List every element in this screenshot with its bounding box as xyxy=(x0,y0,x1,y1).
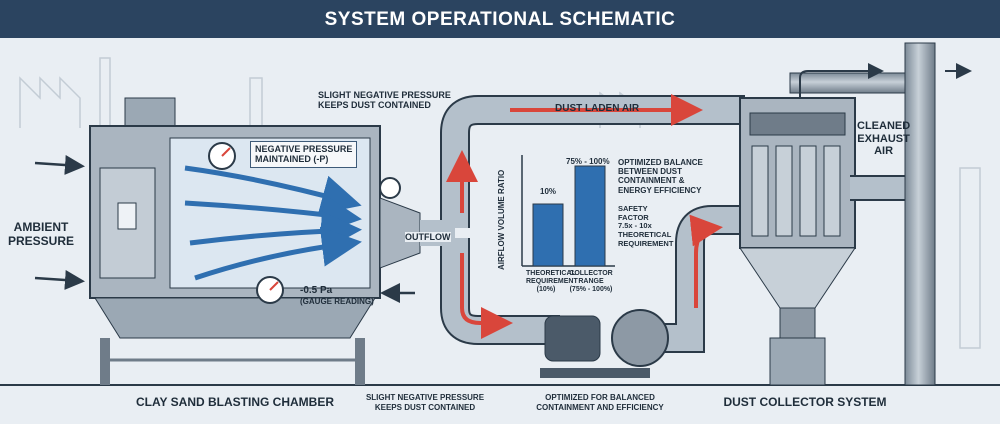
outflow-label: OUTFLOW xyxy=(405,232,451,243)
safety-note-5: REQUIREMENT xyxy=(618,238,674,248)
chart-bar-1 xyxy=(532,203,564,267)
ambient-line-1: AMBIENT xyxy=(13,220,69,234)
optimized-note-1: OPTIMIZED BALANCE xyxy=(618,158,703,167)
ambient-line-2: PRESSURE xyxy=(8,234,75,249)
bar2-caption: COLLECTOR RANGE (75% - 100%) xyxy=(568,270,614,294)
collector-caption: DUST COLLECTOR SYSTEM xyxy=(723,395,887,409)
bar2-value-label: 75% - 100% xyxy=(566,157,610,166)
middle-right-1: OPTIMIZED FOR BALANCED xyxy=(545,393,655,402)
cleaned-exhaust-label: CLEANED EXHAUST AIR xyxy=(857,120,910,158)
safety-note-4: THEORETICAL xyxy=(618,229,672,239)
dust-collector xyxy=(739,42,972,386)
title-bar: SYSTEM OPERATIONAL SCHEMATIC xyxy=(0,0,1000,38)
bar2-caption-3: (75% - 100%) xyxy=(569,286,613,294)
cleaned-line-3: AIR xyxy=(874,145,894,158)
negative-pressure-callout: SLIGHT NEGATIVE PRESSURE KEEPS DUST CONT… xyxy=(318,90,451,111)
negative-top-line-1: SLIGHT NEGATIVE PRESSURE xyxy=(318,90,451,100)
dust-laden-air-label: DUST LADEN AIR xyxy=(555,103,640,114)
optimized-note-3: CONTAINMENT & xyxy=(618,176,685,186)
optimized-note-2: BETWEEN DUST xyxy=(618,167,682,177)
gauge-reading-value: -0.5 Pa xyxy=(300,285,333,296)
negative-top-line-2: KEEPS DUST CONTAINED xyxy=(318,100,431,111)
chart-bar-2 xyxy=(574,165,606,267)
page-title: SYSTEM OPERATIONAL SCHEMATIC xyxy=(324,9,676,30)
cleaned-line-2: EXHAUST xyxy=(857,132,910,145)
chamber-tag-line-1: NEGATIVE PRESSURE xyxy=(255,144,353,154)
bar1-caption-2: REQUIREMENT xyxy=(526,278,578,286)
middle-left-1: SLIGHT NEGATIVE PRESSURE xyxy=(365,393,485,402)
internal-airflow-arrows xyxy=(184,165,362,281)
ambient-pressure-label: AMBIENT PRESSURE xyxy=(8,220,74,249)
chart-ylabel: AIRFLOW VOLUME RATIO xyxy=(497,169,506,270)
middle-right-2: CONTAINMENT AND EFFICIENCY xyxy=(536,402,664,412)
bar1-caption-3: (10%) xyxy=(536,286,556,294)
safety-note-2: FACTOR xyxy=(618,212,649,222)
bar2-caption-2: RANGE xyxy=(578,278,604,286)
balanced-caption: OPTIMIZED FOR BALANCED CONTAINMENT AND E… xyxy=(515,393,685,412)
optimized-note-4: ENERGY EFFICIENCY xyxy=(618,185,702,195)
gauge-reading-caption: (GAUGE READING) xyxy=(300,296,374,306)
exhaust-fan-motor xyxy=(540,309,669,378)
negative-pressure-caption: SLIGHT NEGATIVE PRESSURE KEEPS DUST CONT… xyxy=(360,393,490,412)
bar1-value-label: 10% xyxy=(540,187,557,196)
safety-note-1: SAFETY xyxy=(618,204,648,213)
chamber-pressure-tag: NEGATIVE PRESSURE MAINTAINED (-P) xyxy=(250,141,358,168)
chamber-tag-line-2: MAINTAINED (-P) xyxy=(255,154,329,165)
middle-left-2: KEEPS DUST CONTAINED xyxy=(374,402,476,412)
bar1-caption-1: THEORETICAL xyxy=(526,270,576,277)
dust-flow-arrows xyxy=(446,94,723,339)
safety-note: SAFETY FACTOR 7.5x - 10x THEORETICAL REQ… xyxy=(618,204,674,248)
chamber-caption: CLAY SAND BLASTING CHAMBER xyxy=(135,395,334,409)
airflow-chart xyxy=(521,155,615,267)
outlet-gauge-icon xyxy=(379,177,401,199)
gauge-reading-label: -0.5 Pa (GAUGE READING) xyxy=(300,285,374,306)
cleaned-line-1: CLEANED xyxy=(857,120,911,132)
bar1-caption: THEORETICAL REQUIREMENT (10%) xyxy=(526,270,578,294)
safety-note-3: 7.5x - 10x xyxy=(618,221,652,231)
ambient-inflow-arrows xyxy=(34,155,415,303)
ductwork xyxy=(379,95,748,353)
optimized-note: OPTIMIZED BALANCE BETWEEN DUST CONTAINME… xyxy=(618,158,703,195)
bar2-caption-1: COLLECTOR xyxy=(569,270,613,277)
